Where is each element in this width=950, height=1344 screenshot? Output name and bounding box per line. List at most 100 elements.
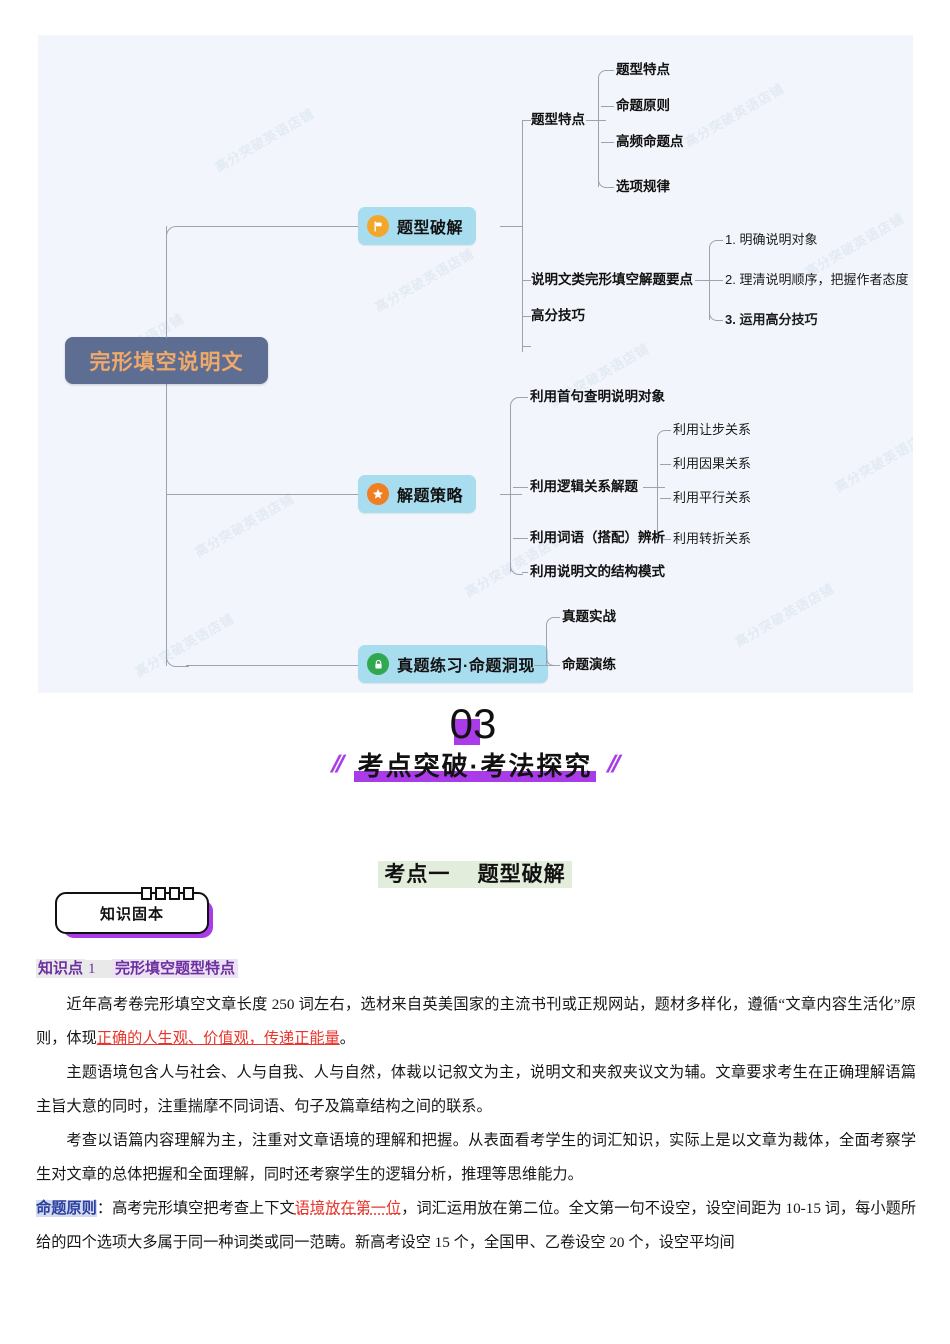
- mindmap-branch-zhentilianxi[interactable]: 真题练习·命题洞现: [358, 645, 548, 683]
- connector-b1b-corner-bottom: [709, 310, 720, 321]
- mindmap-branch-jieticelue[interactable]: 解题策略: [358, 475, 477, 513]
- connector-branch1: [186, 226, 358, 227]
- kaodian-heading-text: 考点一 题型破解: [378, 861, 572, 888]
- connector-b1a-out: [586, 120, 606, 121]
- section-03-header: 03 // 考点突破·考法探究 //: [0, 700, 950, 810]
- paragraph-4-label: 命题原则: [36, 1200, 97, 1217]
- left-slashes-icon: //: [328, 750, 347, 778]
- connector-b2b4: [667, 539, 671, 540]
- section-title-row: // 考点突破·考法探究 //: [0, 746, 950, 792]
- mindmap-branch-tixingpojie[interactable]: 题型破解: [358, 207, 477, 245]
- paragraph-4-part-b: ，词汇运用放在第二位。全文第一句不设空，设空间距为 10-15 词，每小题所给的…: [36, 1200, 917, 1251]
- connector-b2d: [522, 572, 528, 573]
- watermark: 高分突破英语店铺: [832, 425, 913, 495]
- mindmap-leaf[interactable]: 题型特点: [531, 112, 585, 127]
- connector-b3-out: [534, 665, 556, 666]
- paragraph-1: 近年高考卷完形填空文章长度 250 词左右，选材来自英美国家的主流书刊或正规网站…: [36, 988, 916, 1056]
- watermark: 高分突破英语店铺: [732, 580, 837, 650]
- connector-b2a: [522, 397, 528, 398]
- connector-b1a-spine: [598, 77, 599, 187]
- connector-b1a-corner-top: [598, 70, 609, 81]
- mindmap-leaf[interactable]: 命题原则: [616, 98, 670, 113]
- mindmap-leaf[interactable]: 利用词语（搭配）辨析: [530, 530, 665, 545]
- connector-b2b-out: [643, 487, 665, 488]
- mindmap-leaf[interactable]: 1. 明确说明对象: [725, 232, 818, 247]
- connector-b2c: [513, 538, 528, 539]
- mindmap-leaf[interactable]: 利用让步关系: [673, 422, 752, 437]
- mindmap-branch-label: 解题策略: [397, 488, 464, 505]
- mindmap-leaf[interactable]: 利用转折关系: [673, 531, 752, 546]
- watermark: 高分突破英语店铺: [212, 105, 317, 175]
- mindmap-leaf[interactable]: 利用因果关系: [673, 456, 752, 471]
- connector-b3b: [556, 665, 560, 666]
- connector-b1a-corner-bottom: [598, 177, 609, 188]
- connector-corner-top: [166, 226, 189, 249]
- connector-b1b2: [712, 280, 723, 281]
- watermark: 高分突破英语店铺: [682, 80, 787, 150]
- connector-b1b: [522, 280, 531, 281]
- mindmap-canvas: 高分突破英语店铺 高分突破英语店铺 高分突破英语店铺 高分突破英语店铺 高分突破…: [38, 35, 913, 693]
- connector-b2b-corner-bottom: [657, 529, 668, 540]
- kaodian-label-right: 题型破解: [477, 863, 566, 886]
- knowledge-point-prefix: 知识点: [36, 959, 86, 978]
- connector-branch2: [166, 494, 358, 495]
- knowledge-point-title: 完形填空题型特点: [112, 959, 239, 978]
- flag-icon: [367, 215, 389, 237]
- mindmap-leaf[interactable]: 题型特点: [616, 62, 670, 77]
- knowledge-point-number: 1: [85, 960, 99, 978]
- watermark: 高分突破英语店铺: [372, 245, 477, 315]
- mindmap-leaf[interactable]: 高频命题点: [616, 134, 684, 149]
- paragraph-4-highlight: 语境放在第一位: [294, 1200, 402, 1217]
- section-number-square: [453, 719, 480, 745]
- badge-label: 知识固本: [99, 905, 164, 923]
- connector-b1b-spine: [709, 247, 710, 320]
- lock-icon: [367, 653, 389, 675]
- connector-root-up: [166, 337, 167, 338]
- zhishigu-ben-badge: 知识固本: [55, 887, 225, 944]
- connector-b2b-corner-top: [657, 430, 668, 441]
- connector-b1a2: [601, 106, 614, 107]
- mindmap-leaf[interactable]: 命题演练: [562, 657, 616, 672]
- mindmap-branch-label: 真题练习·命题洞现: [397, 658, 535, 675]
- mindmap-leaf[interactable]: 3. 运用高分技巧: [725, 312, 818, 327]
- kaodian-heading: 考点一 题型破解: [0, 858, 950, 888]
- connector-b1b3: [719, 320, 723, 321]
- connector-b1-out: [500, 226, 522, 227]
- paragraph-2: 主题语境包含人与社会、人与自我、人与自然，体裁以记叙文为主，说明文和夹叙夹议文为…: [36, 1064, 916, 1115]
- connector-b2-corner-top: [510, 397, 523, 410]
- right-slashes-icon: //: [604, 750, 623, 778]
- mindmap-leaf[interactable]: 利用平行关系: [673, 490, 752, 505]
- connector-b1a3: [601, 142, 614, 143]
- mindmap-leaf[interactable]: 说明文类完形填空解题要点: [531, 272, 693, 287]
- mindmap-leaf[interactable]: 利用逻辑关系解题: [530, 479, 638, 494]
- connector-trunk: [166, 226, 167, 666]
- mindmap-leaf[interactable]: 真题实战: [562, 609, 616, 624]
- mindmap-leaf[interactable]: 利用首句查明说明对象: [530, 389, 665, 404]
- connector-b2-spine: [510, 404, 511, 572]
- connector-b1a: [522, 120, 531, 121]
- mindmap-root-node[interactable]: 完形填空说明文: [65, 337, 268, 384]
- paragraph-3: 考查以语篇内容理解为主，注重对文章语境的理解和把握。从表面看考学生的词汇知识，实…: [36, 1132, 916, 1183]
- mindmap-leaf[interactable]: 2. 理清说明顺序，把握作者态度: [725, 272, 909, 287]
- connector-b3a: [556, 617, 560, 618]
- section-number: 03: [449, 700, 497, 747]
- connector-b2b2: [660, 464, 671, 465]
- connector-b2-out: [500, 494, 522, 495]
- mindmap-leaf[interactable]: 选项规律: [616, 179, 670, 194]
- paragraph-4: 命题原则：高考完形填空把考查上下文语境放在第一位，词汇运用放在第二位。全文第一句…: [36, 1192, 916, 1260]
- paragraph-4-part-a: ：高考完形填空把考查上下文: [96, 1200, 295, 1217]
- mindmap-branch-label: 题型破解: [397, 220, 464, 237]
- section-title-band: 考点突破·考法探究: [353, 746, 597, 783]
- connector-b2-corner-bottom: [510, 562, 523, 575]
- badge-notches-icon: [141, 887, 194, 900]
- connector-b2b-spine: [657, 437, 658, 537]
- connector-b1c-dup: [522, 316, 531, 317]
- connector-b1-spine: [522, 120, 523, 306]
- connector-b3-corner-bottom: [546, 655, 557, 666]
- mindmap-leaf[interactable]: 高分技巧: [531, 308, 585, 323]
- kaodian-label-left: 考点一: [384, 863, 451, 886]
- connector-b2b: [513, 487, 528, 488]
- article-body: 近年高考卷完形填空文章长度 250 词左右，选材来自英美国家的主流书刊或正规网站…: [36, 988, 916, 1260]
- mindmap-leaf[interactable]: 利用说明文的结构模式: [530, 564, 665, 579]
